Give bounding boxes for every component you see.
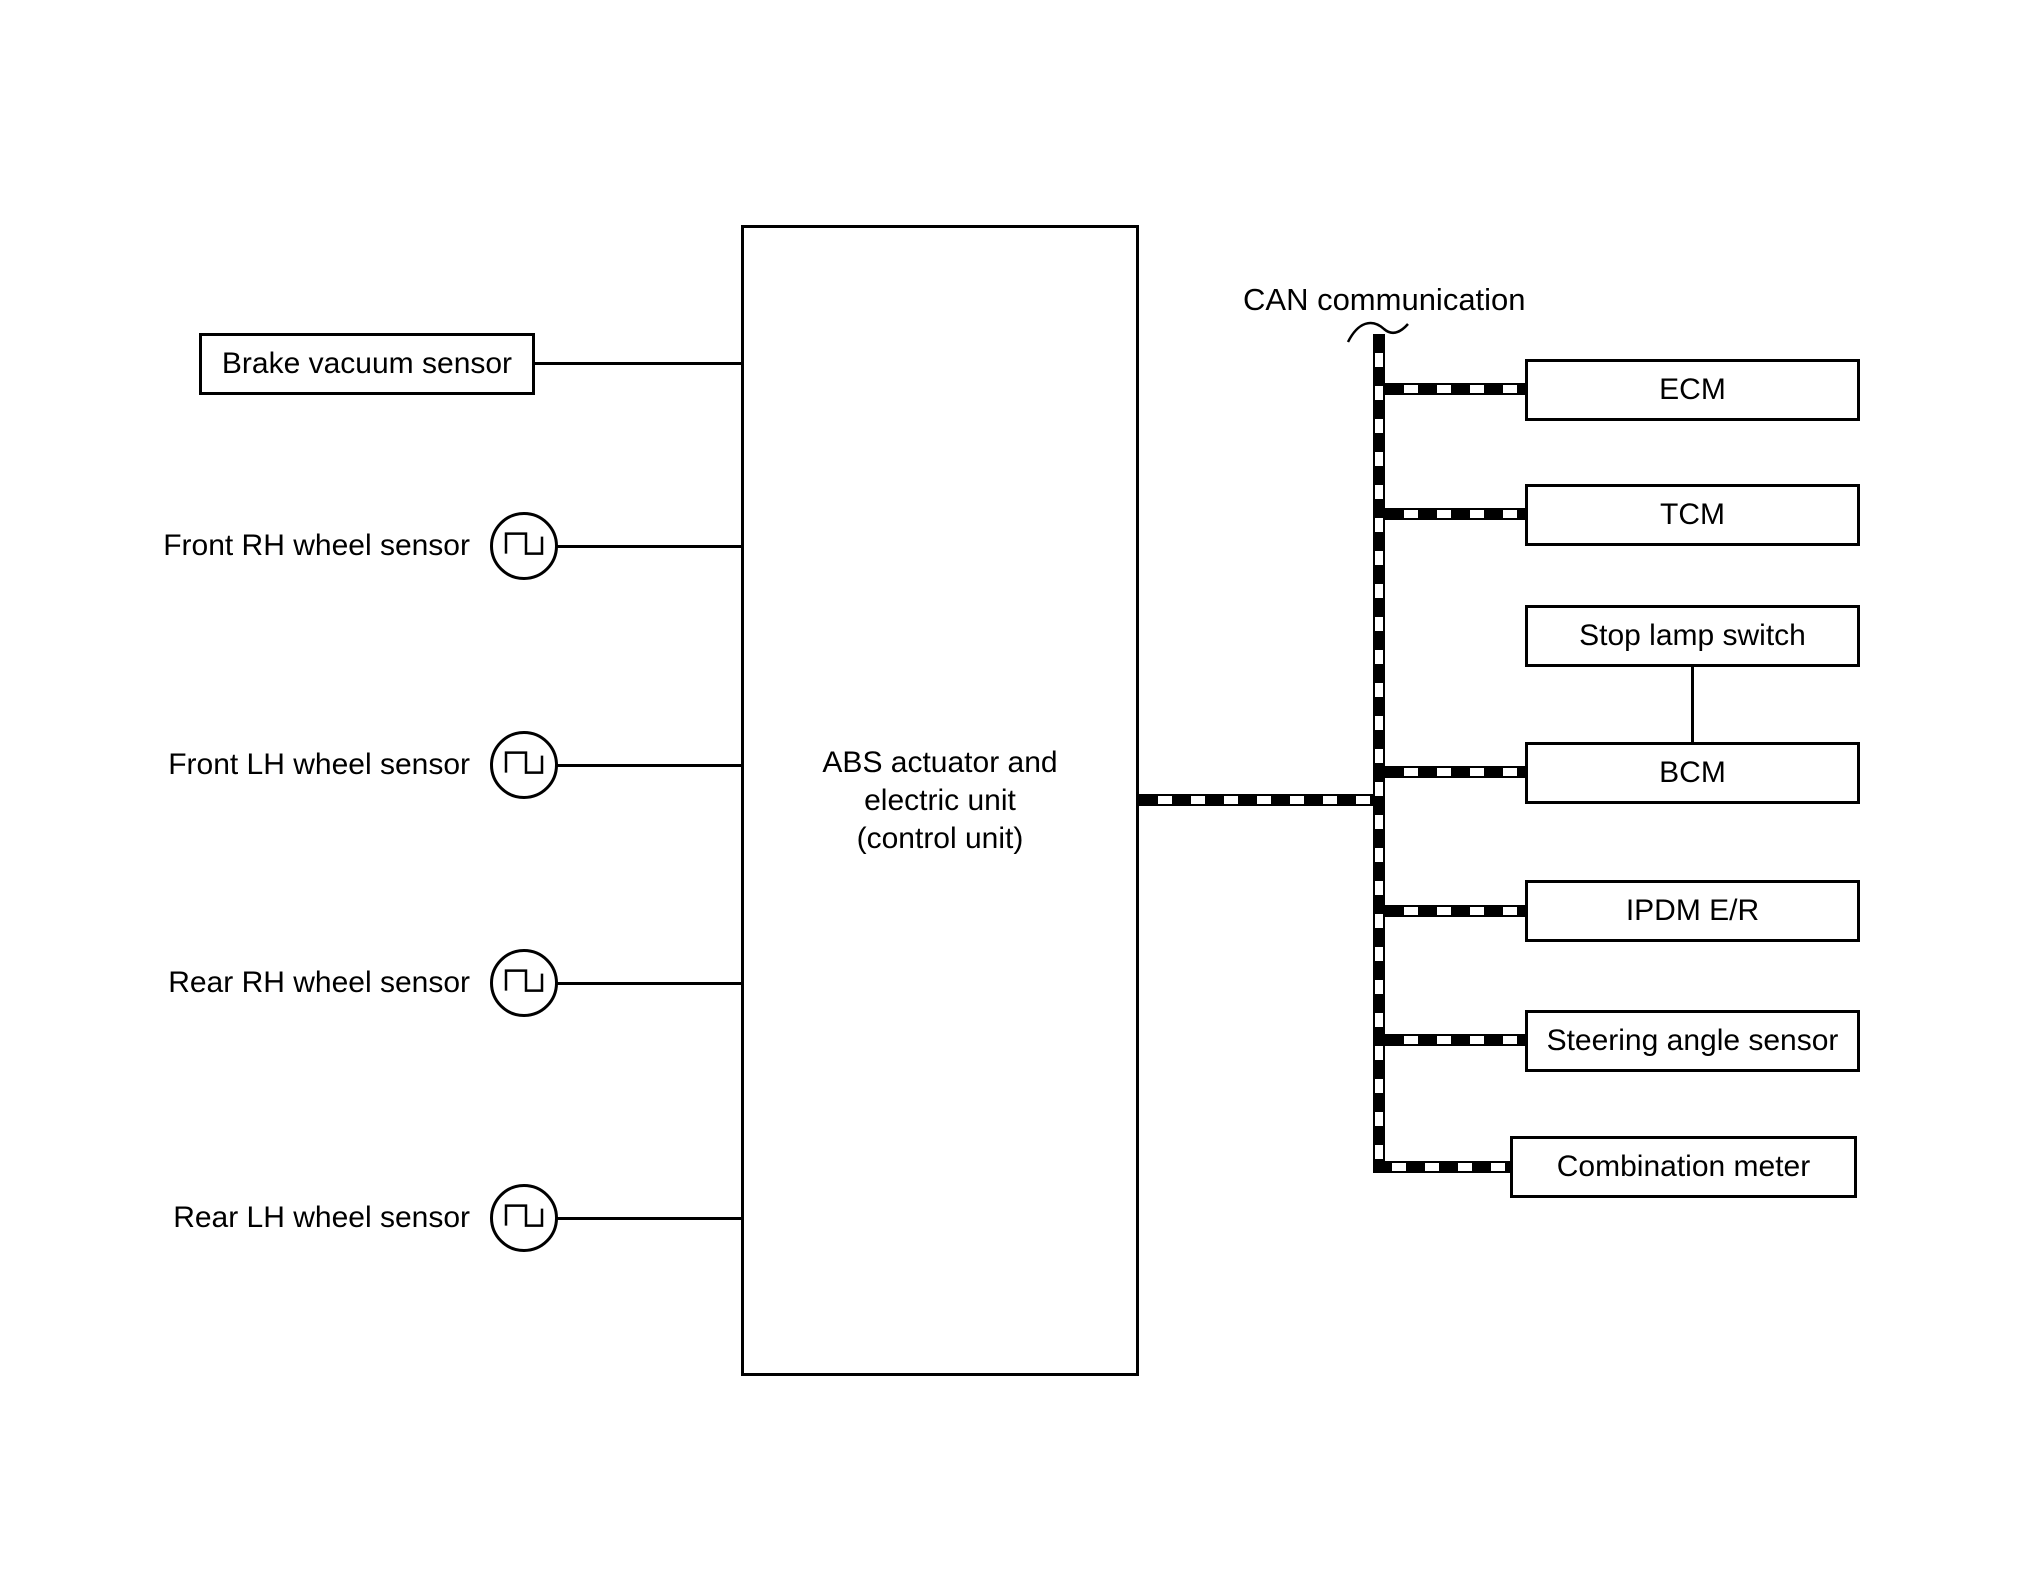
can-branch-tcm xyxy=(1385,508,1525,520)
can-bus-backbone xyxy=(1373,334,1385,1173)
can-bus-main-trunk xyxy=(1139,794,1385,806)
pulse-signal-icon xyxy=(504,751,544,774)
front-rh-wheel-sensor-wire xyxy=(556,545,741,548)
front-lh-wheel-sensor-symbol xyxy=(490,731,558,799)
rear-rh-wheel-sensor-label: Rear RH wheel sensor xyxy=(168,966,470,999)
pulse-signal-icon xyxy=(504,532,544,555)
ipdm-er-label: IPDM E/R xyxy=(1625,894,1760,927)
abs-actuator-unit-label-line2: electric unit xyxy=(864,783,1016,817)
brake-vacuum-sensor-wire xyxy=(533,362,741,365)
ecm-label: ECM xyxy=(1659,373,1726,406)
pulse-signal-icon xyxy=(504,1204,544,1227)
brake-vacuum-sensor-label: Brake vacuum sensor xyxy=(221,347,513,380)
rear-lh-wheel-sensor-wire xyxy=(556,1217,741,1220)
tcm-label: TCM xyxy=(1660,498,1725,531)
front-rh-wheel-sensor-symbol xyxy=(490,512,558,580)
front-rh-wheel-sensor-label: Front RH wheel sensor xyxy=(163,529,470,562)
can-node-combination-meter: Combination meter xyxy=(1510,1136,1857,1198)
can-node-tcm: TCM xyxy=(1525,484,1860,546)
can-branch-ecm xyxy=(1385,383,1525,395)
can-branch-ipdm xyxy=(1385,905,1525,917)
front-lh-wheel-sensor-wire xyxy=(556,764,741,767)
bcm-label: BCM xyxy=(1659,756,1726,789)
combination-meter-label: Combination meter xyxy=(1556,1150,1811,1183)
stop-lamp-to-bcm-wire xyxy=(1691,665,1694,742)
abs-actuator-unit-label-line3: (control unit) xyxy=(856,821,1024,855)
brake-vacuum-sensor-box: Brake vacuum sensor xyxy=(199,333,535,395)
rear-lh-wheel-sensor-symbol xyxy=(490,1184,558,1252)
abs-actuator-unit-label-line1: ABS actuator and xyxy=(822,745,1058,779)
can-branch-steering-angle-sensor xyxy=(1385,1034,1525,1046)
rear-rh-wheel-sensor-symbol xyxy=(490,949,558,1017)
front-lh-wheel-sensor-label: Front LH wheel sensor xyxy=(168,748,470,781)
steering-angle-sensor-label: Steering angle sensor xyxy=(1546,1024,1839,1057)
rear-lh-wheel-sensor-label: Rear LH wheel sensor xyxy=(173,1201,470,1234)
rear-rh-wheel-sensor-wire xyxy=(556,982,741,985)
can-node-ecm: ECM xyxy=(1525,359,1860,421)
can-branch-combination-meter xyxy=(1373,1161,1510,1173)
can-communication-label: CAN communication xyxy=(1243,282,1526,317)
pulse-signal-icon xyxy=(504,969,544,992)
stop-lamp-switch-label: Stop lamp switch xyxy=(1579,619,1806,652)
abs-actuator-unit-box: ABS actuator and electric unit (control … xyxy=(741,225,1139,1376)
can-bus-start-squiggle-icon xyxy=(1346,321,1409,343)
stop-lamp-switch-box: Stop lamp switch xyxy=(1525,605,1860,667)
can-branch-bcm xyxy=(1385,766,1525,778)
can-node-ipdm-er: IPDM E/R xyxy=(1525,880,1860,942)
can-node-bcm: BCM xyxy=(1525,742,1860,804)
can-node-steering-angle-sensor: Steering angle sensor xyxy=(1525,1010,1860,1072)
